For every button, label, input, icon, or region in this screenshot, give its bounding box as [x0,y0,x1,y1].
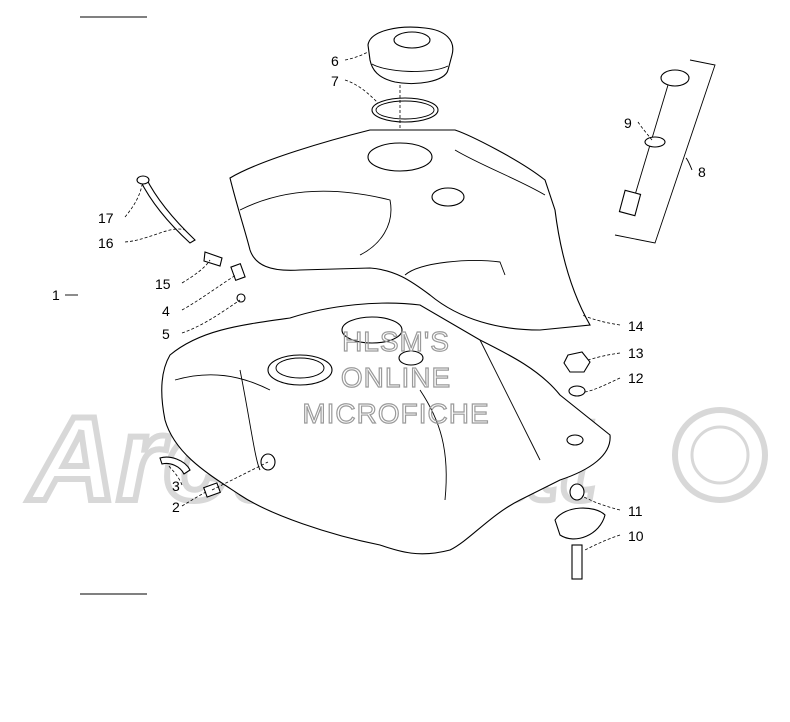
callout-labels: 1 2 3 4 5 6 7 8 9 10 11 12 13 14 15 16 1… [52,53,706,544]
vent-hose [139,177,196,244]
drain-clip [159,456,191,475]
watermark-line-2: ONLINE [341,362,451,393]
mount-pad [554,507,606,540]
mount-bolt [571,544,583,580]
vent-fitting [203,251,223,267]
hex-nut [563,351,591,373]
bushing [569,483,585,501]
fuel-gauge-sender [618,69,690,217]
callout-9: 9 [624,115,632,131]
fuel-tank [161,302,611,555]
callout-17: 17 [98,210,114,226]
washer [568,385,586,397]
tank-cover [229,129,591,331]
callout-1: 1 [52,287,60,303]
callout-15: 15 [155,276,171,292]
elbow-fitting [230,263,246,281]
bracket-item-8 [614,59,716,244]
fuel-cap [367,26,454,85]
grommet [236,293,246,303]
callout-7: 7 [331,73,339,89]
callout-4: 4 [162,303,170,319]
callout-11: 11 [628,503,643,519]
callout-3: 3 [172,478,180,494]
callout-14: 14 [628,318,644,334]
callout-6: 6 [331,53,339,69]
cap-gasket [371,97,439,123]
callout-16: 16 [98,235,114,251]
callout-8: 8 [698,164,706,180]
callout-12: 12 [628,370,644,386]
callout-10: 10 [628,528,644,544]
callout-5: 5 [162,326,170,342]
watermark: HLSM'S ONLINE MICROFICHE [302,325,490,429]
callout-13: 13 [628,345,644,361]
callout-2: 2 [172,499,180,515]
watermark-line-3: MICROFICHE [302,398,489,429]
watermark-line-1: HLSM'S [342,326,450,357]
